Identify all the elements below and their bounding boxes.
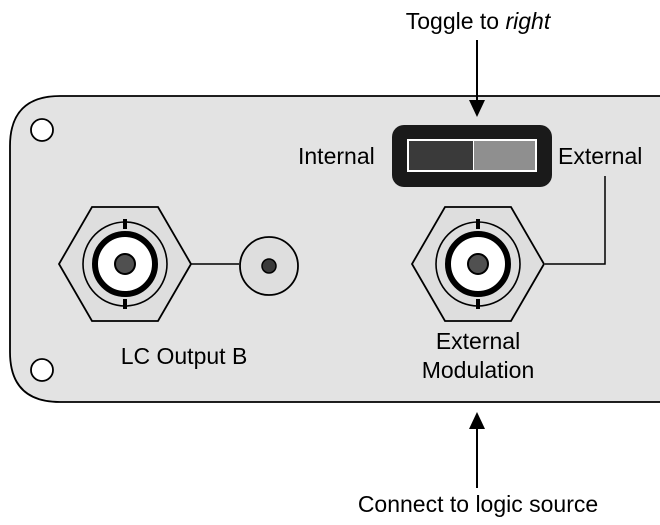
mounting-hole-top	[30, 118, 54, 142]
toggle-instruction-emphasis: right	[505, 8, 551, 34]
modulation-toggle-switch[interactable]	[392, 125, 552, 187]
switch-right-segment	[474, 141, 535, 170]
external-modulation-connector[interactable]	[410, 206, 546, 322]
connect-arrow	[469, 412, 485, 488]
mounting-hole-bottom	[30, 358, 54, 382]
switch-left-segment	[409, 141, 473, 170]
toggle-arrow	[469, 40, 485, 117]
toggle-instruction: Toggle to right	[406, 10, 551, 33]
ext-mod-label-line2: Modulation	[421, 357, 535, 383]
lc-output-b-connector[interactable]	[57, 206, 193, 322]
ext-mod-label-line1: External	[435, 328, 521, 354]
switch-label-external: External	[558, 143, 643, 169]
toggle-instruction-prefix: Toggle to	[405, 8, 506, 34]
external-leader-line	[545, 176, 606, 265]
switch-label-internal: Internal	[298, 143, 375, 169]
lc-output-label: LC Output B	[120, 343, 248, 369]
indicator-led	[239, 236, 299, 296]
connect-instruction: Connect to logic source	[357, 491, 599, 517]
